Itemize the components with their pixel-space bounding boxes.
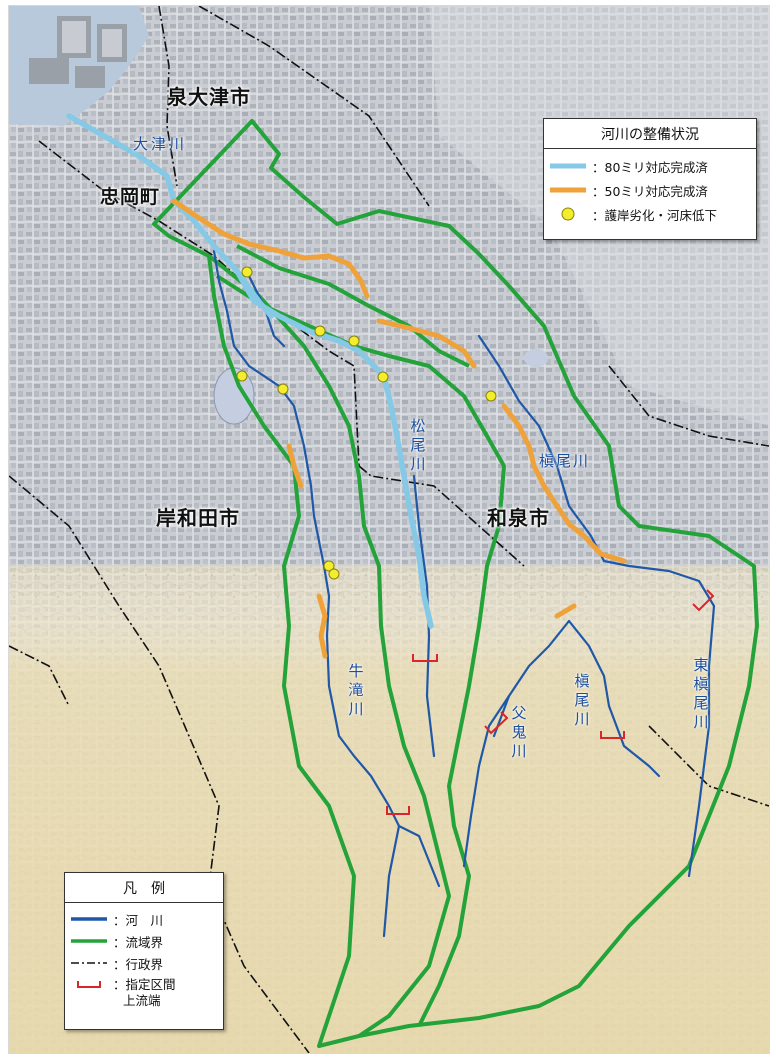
legend-row-deterioration: ：護岸劣化・河床低下 bbox=[544, 204, 756, 224]
deterioration-point bbox=[328, 568, 340, 580]
legend-row-river: ：河 川 bbox=[65, 909, 223, 929]
deterioration-point bbox=[236, 370, 248, 382]
legend-swatch-admin-boundary bbox=[71, 962, 107, 964]
legend-label-upstream-end-1: ：指定区間 bbox=[113, 977, 176, 992]
deterioration-markers bbox=[236, 266, 497, 580]
legend-label-deterioration: ：護岸劣化・河床低下 bbox=[592, 207, 718, 223]
river-label-makio-sub: 槇尾川 bbox=[574, 672, 590, 728]
river-label-ushitaki: 牛滝川 bbox=[348, 662, 364, 718]
deterioration-point bbox=[277, 383, 289, 395]
legend-label-river: ：河 川 bbox=[113, 912, 164, 928]
deterioration-point bbox=[348, 335, 360, 347]
legend-label-watershed: ：流域界 bbox=[113, 934, 164, 950]
deterioration-point bbox=[241, 266, 253, 278]
river-status-legend-title: 河川の整備状況 bbox=[544, 119, 756, 149]
river-label-otsu: 大津川 bbox=[133, 135, 188, 153]
river-label-makio-main: 槇尾川 bbox=[539, 452, 591, 470]
river-label-higashi-makio: 東槇尾川 bbox=[693, 656, 709, 731]
river-status-legend: 河川の整備状況 ：80ミリ対応完成済 ：50ミリ対応完成済 ：護岸劣化・河床低下 bbox=[543, 118, 757, 240]
place-izumi-city: 和泉市 bbox=[487, 506, 550, 530]
legend-swatch-50mm bbox=[550, 187, 586, 193]
legend-label-upstream-end-2: 上流端 bbox=[123, 993, 161, 1008]
legend-label-80mm: ：80ミリ対応完成済 bbox=[592, 159, 708, 175]
place-kishiwada-city: 岸和田市 bbox=[156, 506, 240, 530]
river-label-chichioni: 父鬼川 bbox=[511, 704, 527, 760]
legend-yellow-dot-icon bbox=[561, 207, 575, 221]
deterioration-point bbox=[377, 371, 389, 383]
watershed-map: 泉大津市 忠岡町 岸和田市 和泉市 大津川 松尾川 槇尾川 槇尾川 東槇尾川 父… bbox=[8, 5, 770, 1054]
legend-row-upstream-end: ：指定区間 上流端 bbox=[65, 975, 223, 1011]
upstream-end-marker-icon bbox=[77, 981, 101, 988]
legend-swatch-watershed bbox=[71, 939, 107, 943]
legend-row-watershed: ：流域界 bbox=[65, 931, 223, 951]
legend-row-admin-boundary: ：行政界 bbox=[65, 953, 223, 973]
legend-swatch-river bbox=[71, 917, 107, 921]
deterioration-point bbox=[314, 325, 326, 337]
legend-row-50mm: ：50ミリ対応完成済 bbox=[544, 180, 756, 200]
place-tadaoka-town: 忠岡町 bbox=[100, 186, 161, 208]
legend-swatch-80mm bbox=[550, 163, 586, 169]
deterioration-point bbox=[485, 390, 497, 402]
legend-label-50mm: ：50ミリ対応完成済 bbox=[592, 183, 708, 199]
main-legend: 凡 例 ：河 川 ：流域界 ：行政界 ：指定区間 上流端 bbox=[64, 872, 224, 1030]
legend-row-80mm: ：80ミリ対応完成済 bbox=[544, 156, 756, 176]
place-izumiotsu-city: 泉大津市 bbox=[167, 85, 251, 109]
river-label-matsuo: 松尾川 bbox=[410, 417, 426, 473]
deterioration-point bbox=[323, 560, 335, 572]
legend-label-admin-boundary: ：行政界 bbox=[113, 956, 164, 972]
main-legend-title: 凡 例 bbox=[65, 873, 223, 903]
